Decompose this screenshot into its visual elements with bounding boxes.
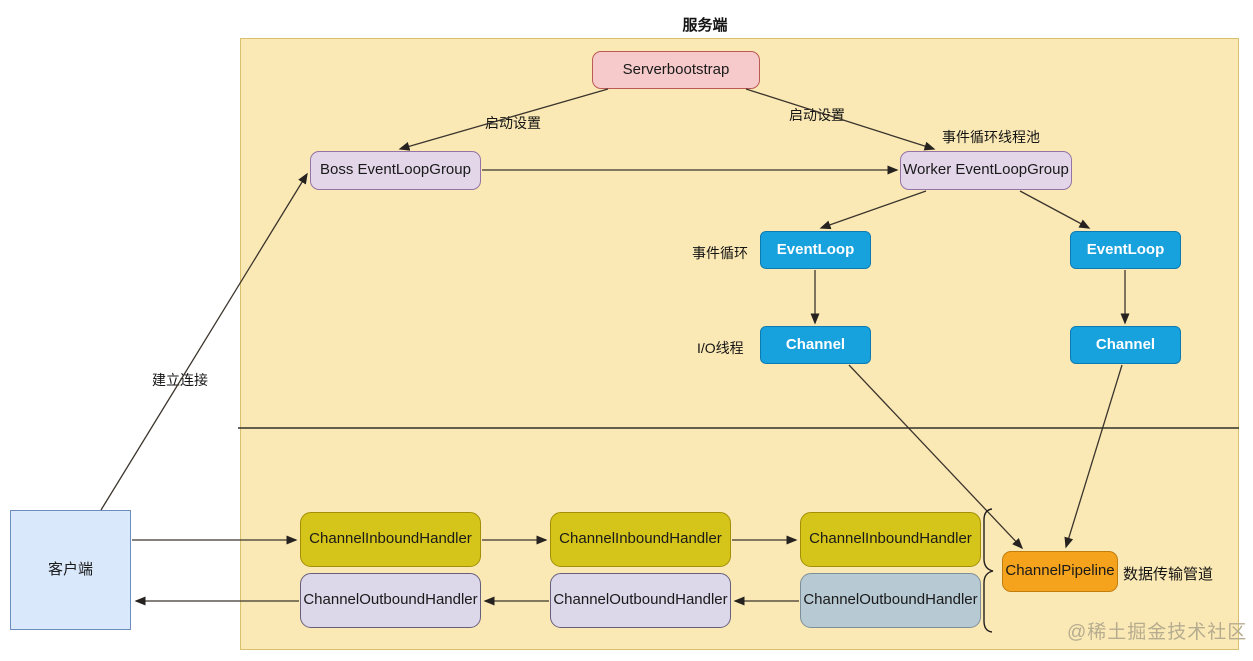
label-event-loop-pool: 事件循环线程池 <box>942 129 1040 145</box>
node-channel-outbound-handler-3: ChannelOutboundHandler <box>800 573 981 628</box>
watermark: @稀土掘金技术社区 <box>1067 622 1248 643</box>
node-serverbootstrap: Serverbootstrap <box>592 51 760 89</box>
node-channel-outbound-handler-2: ChannelOutboundHandler <box>550 573 731 628</box>
node-channel-inbound-handler-2: ChannelInboundHandler <box>550 512 731 567</box>
node-channel-outbound-handler-1: ChannelOutboundHandler <box>300 573 481 628</box>
node-boss-eventloopgroup: Boss EventLoopGroup <box>310 151 481 190</box>
node-worker-eventloopgroup: Worker EventLoopGroup <box>900 151 1072 190</box>
label-data-transfer-pipe: 数据传输管道 <box>1123 566 1214 583</box>
node-client: 客户端 <box>10 510 131 630</box>
label-event-loop: 事件循环 <box>692 245 748 261</box>
node-eventloop-right: EventLoop <box>1070 231 1181 269</box>
label-startup-settings-right: 启动设置 <box>789 107 845 123</box>
node-channel-right: Channel <box>1070 326 1181 364</box>
label-io-thread: I/O线程 <box>697 340 744 356</box>
diagram-title: 服务端 <box>682 17 728 34</box>
node-channel-inbound-handler-3: ChannelInboundHandler <box>800 512 981 567</box>
node-channel-inbound-handler-1: ChannelInboundHandler <box>300 512 481 567</box>
label-establish-connection: 建立连接 <box>152 372 208 388</box>
node-eventloop-left: EventLoop <box>760 231 871 269</box>
node-channel-left: Channel <box>760 326 871 364</box>
label-startup-settings-left: 启动设置 <box>485 115 541 131</box>
node-channel-pipeline: ChannelPipeline <box>1002 551 1118 592</box>
